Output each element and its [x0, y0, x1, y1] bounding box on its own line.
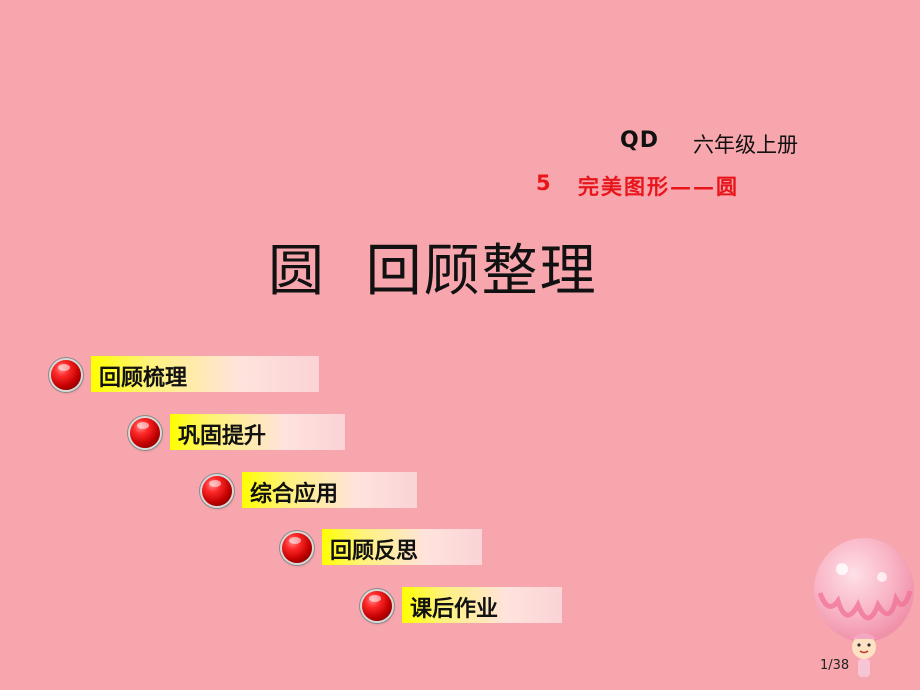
unit-title: 完美图形——圆: [578, 174, 739, 199]
edition-label: QD: [620, 128, 659, 153]
page-title: 圆 回顾整理: [268, 239, 598, 304]
page-indicator: 1/38: [820, 658, 850, 673]
menu-label: 综合应用: [250, 482, 339, 507]
red-orb-icon: [362, 591, 392, 621]
unit-number: 5: [536, 171, 551, 195]
ice-cream-mascot-icon: [814, 538, 914, 677]
menu-label: 回顾梳理: [99, 366, 188, 391]
grade-label: 六年级上册: [693, 133, 798, 157]
menu-item-consolidate[interactable]: 巩固提升: [127, 413, 352, 453]
menu-item-application[interactable]: 综合应用: [199, 471, 424, 511]
menu-item-review[interactable]: 回顾梳理: [48, 355, 319, 395]
menu-label-bar: 综合应用: [242, 472, 417, 508]
menu-item-reflection[interactable]: 回顾反思: [279, 528, 489, 568]
red-orb-icon: [51, 360, 81, 390]
menu-label-bar: 回顾反思: [322, 529, 482, 565]
menu-label: 课后作业: [410, 597, 499, 622]
red-orb-icon: [130, 418, 160, 448]
menu-label-bar: 课后作业: [402, 587, 562, 623]
menu-label: 回顾反思: [330, 539, 419, 564]
menu-label-bar: 回顾梳理: [91, 356, 319, 392]
red-orb-icon: [282, 533, 312, 563]
menu-item-homework[interactable]: 课后作业: [359, 586, 569, 626]
red-orb-icon: [202, 476, 232, 506]
menu-label-bar: 巩固提升: [170, 414, 345, 450]
menu-label: 巩固提升: [178, 424, 267, 449]
